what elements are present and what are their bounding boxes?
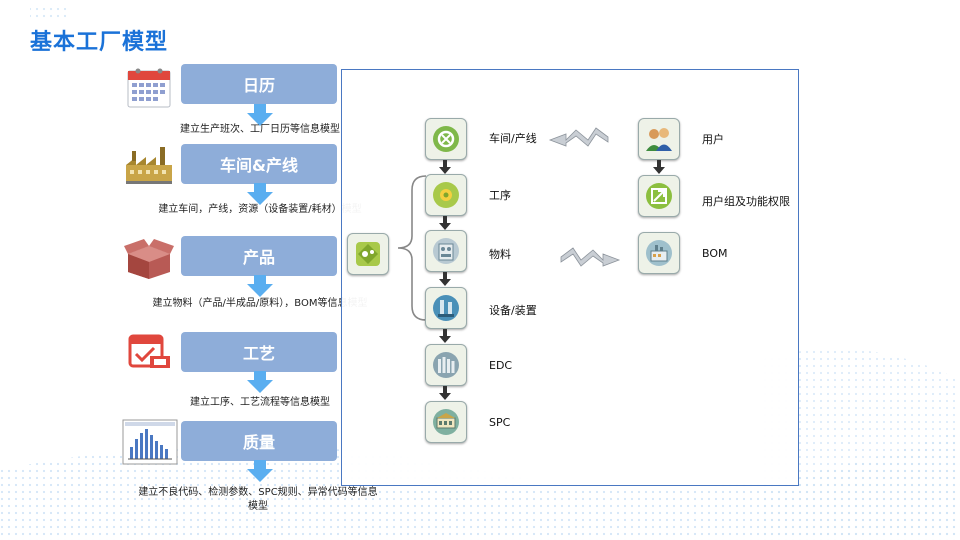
user-node bbox=[638, 118, 680, 160]
step-quality-label: 质量 bbox=[242, 433, 275, 452]
material-node bbox=[425, 230, 467, 272]
calendar-icon bbox=[127, 68, 171, 108]
step-quality: 质量 bbox=[181, 421, 337, 461]
step-calendar-label: 日历 bbox=[242, 76, 275, 95]
factory-model-diagram bbox=[341, 69, 799, 486]
edc-label: EDC bbox=[489, 359, 513, 372]
brace-connector bbox=[397, 175, 427, 321]
step-quality-desc: 建立不良代码、检测参数、SPC规则、异常代码等信息模型 bbox=[138, 487, 378, 512]
process-label: 工序 bbox=[489, 189, 511, 202]
step-process-desc: 建立工序、工艺流程等信息模型 bbox=[190, 397, 330, 408]
equipment-node bbox=[425, 287, 467, 329]
down-arrow-icon bbox=[653, 160, 665, 174]
zigzag-arrow-right-icon bbox=[560, 247, 621, 267]
gear-diamond-icon bbox=[356, 242, 380, 266]
calendar-check-icon bbox=[128, 334, 170, 368]
down-arrow-icon bbox=[439, 272, 451, 286]
step-process-label: 工艺 bbox=[242, 344, 275, 363]
down-arrow-icon bbox=[439, 160, 451, 174]
step-workshop-desc: 建立车间，产线，资源（设备装置/耗材）模型 bbox=[158, 204, 362, 215]
page-title: 基本工厂模型 bbox=[30, 30, 169, 55]
usergroup-label: 用户组及功能权限 bbox=[702, 195, 790, 208]
box-icon bbox=[124, 239, 174, 279]
down-arrow-icon bbox=[439, 386, 451, 400]
material-icon bbox=[433, 238, 459, 264]
workshop-icon bbox=[433, 126, 459, 152]
permission-icon bbox=[646, 183, 672, 209]
workshop-label: 车间/产线 bbox=[489, 132, 537, 145]
edc-icon bbox=[433, 352, 459, 378]
down-arrow-icon bbox=[247, 183, 273, 205]
spc-node bbox=[425, 401, 467, 443]
bom-node bbox=[638, 232, 680, 274]
factory-root-node bbox=[347, 233, 389, 275]
step-calendar: 日历 bbox=[181, 64, 337, 104]
step-workshop-label: 车间&产线 bbox=[220, 156, 298, 175]
down-arrow-icon bbox=[247, 460, 273, 482]
step-product-desc: 建立物料（产品/半成品/原料），BOM等信息模型 bbox=[152, 298, 368, 309]
equipment-label: 设备/装置 bbox=[489, 304, 537, 317]
usergroup-node bbox=[638, 175, 680, 217]
process-gear-icon bbox=[433, 182, 459, 208]
zigzag-arrow-left-icon bbox=[548, 127, 609, 147]
equipment-icon bbox=[433, 295, 459, 321]
step-workshop: 车间&产线 bbox=[181, 144, 337, 184]
workshop-node bbox=[425, 118, 467, 160]
chart-report-icon bbox=[122, 419, 178, 465]
users-icon bbox=[646, 128, 672, 151]
spc-label: SPC bbox=[489, 416, 511, 429]
bom-label: BOM bbox=[702, 247, 728, 260]
down-arrow-icon bbox=[439, 329, 451, 343]
process-node bbox=[425, 174, 467, 216]
step-product: 产品 bbox=[181, 236, 337, 276]
user-label: 用户 bbox=[702, 133, 724, 146]
down-arrow-icon bbox=[247, 275, 273, 297]
edc-node bbox=[425, 344, 467, 386]
material-label: 物料 bbox=[489, 248, 511, 261]
bom-icon bbox=[646, 240, 672, 266]
down-arrow-icon bbox=[247, 104, 273, 126]
factory-icon bbox=[126, 147, 172, 184]
down-arrow-icon bbox=[247, 371, 273, 393]
spc-icon bbox=[433, 409, 459, 435]
step-calendar-desc: 建立生产班次、工厂日历等信息模型 bbox=[180, 124, 340, 135]
step-process: 工艺 bbox=[181, 332, 337, 372]
step-product-label: 产品 bbox=[242, 248, 275, 267]
down-arrow-icon bbox=[439, 216, 451, 230]
